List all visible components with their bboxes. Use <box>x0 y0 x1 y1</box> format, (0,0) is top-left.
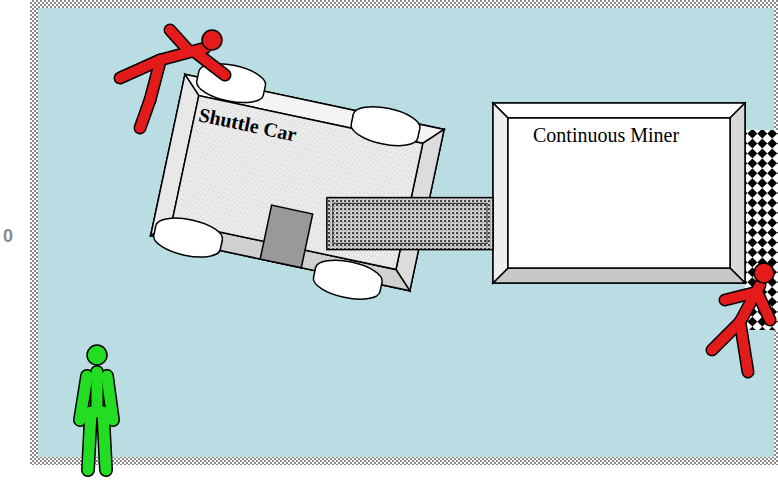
edge-number: 0 <box>3 226 13 247</box>
rib-border <box>34 4 778 461</box>
mine-floor <box>34 4 778 461</box>
miner-body <box>493 103 745 283</box>
conveyor-boom <box>327 198 493 250</box>
node-label: Continuous Miner <box>533 123 685 147</box>
observer-figure <box>80 345 113 470</box>
worker-figure <box>712 263 774 372</box>
continuous-miner: Continuous Miner <box>493 103 745 283</box>
shuttle-car-body <box>146 56 448 311</box>
